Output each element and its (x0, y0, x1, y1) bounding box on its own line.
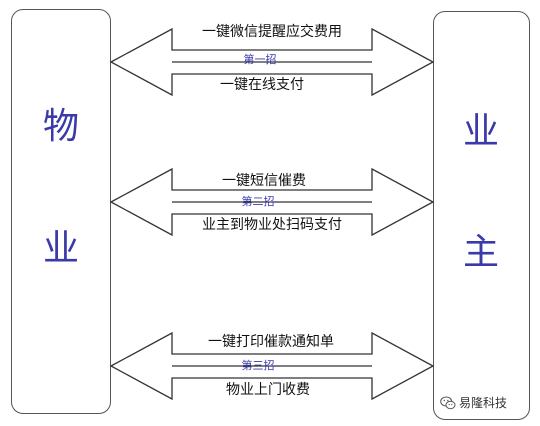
row-2-bottom-label: 业主到物业处扫码支付 (202, 217, 342, 233)
wechat-logo-icon (440, 396, 456, 409)
row-1-step: 第一招 (243, 53, 277, 66)
row-3-top-label: 一键打印催款通知单 (208, 334, 334, 350)
row-2-top-label: 一键短信催费 (222, 173, 306, 189)
watermark: 易隆科技 (440, 394, 507, 411)
row-1-bottom-label: 一键在线支付 (220, 77, 304, 93)
row-2-step: 第二招 (241, 195, 275, 208)
row-3-step: 第三招 (241, 359, 275, 372)
watermark-text: 易隆科技 (459, 396, 508, 410)
property-management-box (11, 9, 111, 414)
row-1-top-label: 一键微信提醒应交费用 (202, 24, 342, 40)
right-box-char-1: 业 (462, 111, 499, 152)
left-box-char-2: 业 (42, 228, 79, 269)
left-box-char-1: 物 (42, 106, 79, 147)
row-3-bottom-label: 物业上门收费 (226, 382, 310, 398)
owner-box (433, 11, 530, 420)
right-box-char-2: 主 (462, 232, 499, 273)
